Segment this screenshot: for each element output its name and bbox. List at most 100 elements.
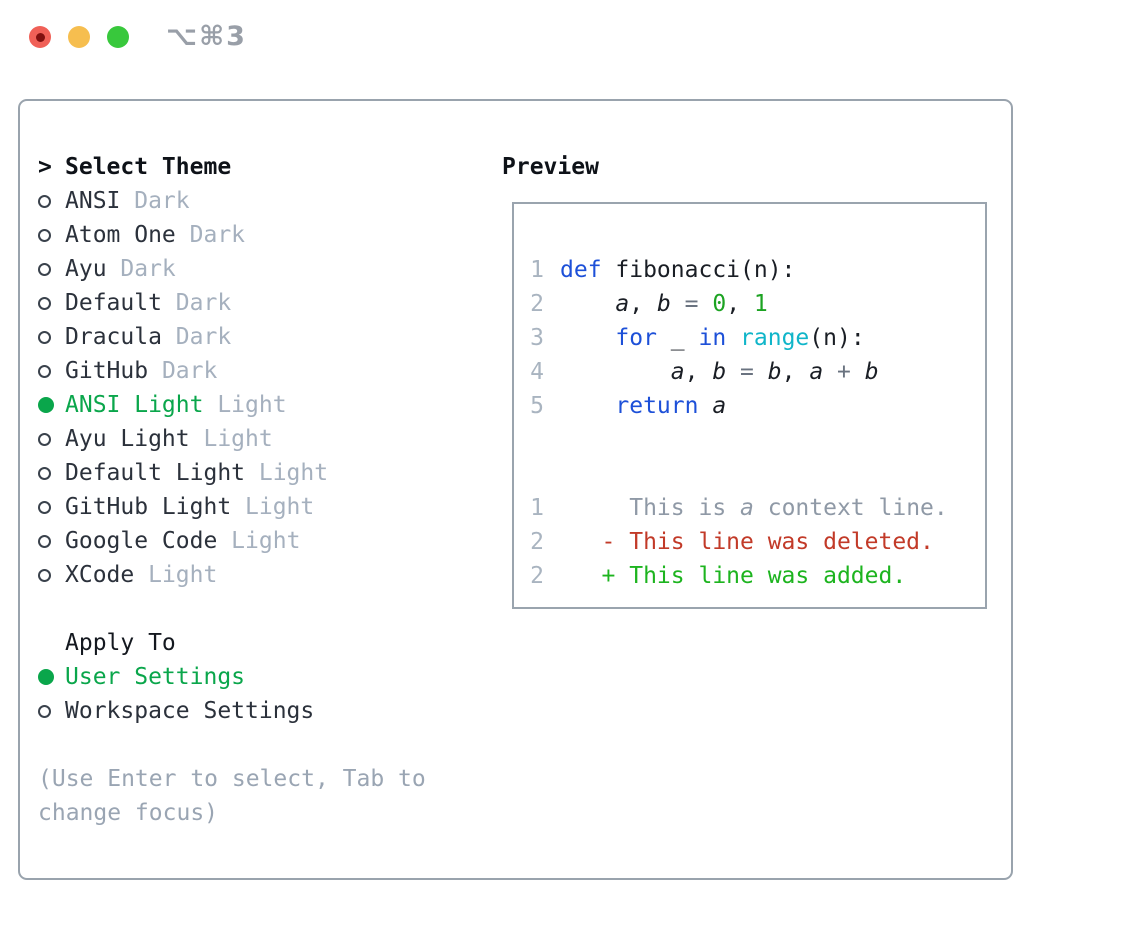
theme-option-default-light[interactable]: Default Light Light [38, 456, 478, 490]
line-number: 1 [530, 257, 544, 283]
marker-column [38, 397, 65, 413]
code-text: return a [615, 393, 727, 419]
variant-badge: Light [245, 460, 329, 486]
code-text: for _ in range(n): [615, 325, 865, 351]
hint-text: (Use Enter to select, Tab to [38, 766, 426, 792]
theme-option-atom-one[interactable]: Atom One Dark [38, 218, 478, 252]
option-label: Ayu Light [65, 426, 190, 452]
marker-column [38, 432, 65, 446]
theme-option-ansi[interactable]: ANSI Dark [38, 184, 478, 218]
option-label: Ayu [65, 256, 107, 282]
radio-unselected-icon [38, 330, 51, 344]
code-line: 4 a, b = b, a + b [530, 355, 979, 389]
code-line: 2 - This line was deleted. [530, 525, 979, 559]
variant-badge: Light [134, 562, 218, 588]
radio-unselected-icon [38, 568, 51, 582]
line-number: 1 [530, 495, 544, 521]
theme-option-github[interactable]: GitHub Dark [38, 354, 478, 388]
variant-badge: Dark [120, 188, 190, 214]
option-label: ANSI Light [65, 392, 204, 418]
line-number: 2 [530, 291, 544, 317]
line-number: 5 [530, 393, 544, 419]
theme-option-ayu-light[interactable]: Ayu Light Light [38, 422, 478, 456]
spacer [38, 592, 478, 626]
apply-to-title: Apply To [65, 630, 176, 656]
hint-text: change focus) [38, 800, 219, 826]
option-label: Default [65, 290, 162, 316]
marker-column [38, 500, 65, 514]
minimize-button[interactable] [68, 26, 90, 48]
close-dot-icon [35, 32, 45, 42]
radio-selected-icon [38, 397, 54, 413]
marker-column [38, 466, 65, 480]
line-number: 2 [530, 529, 544, 555]
option-label: XCode [65, 562, 135, 588]
theme-option-ansi-light[interactable]: ANSI Light Light [38, 388, 478, 422]
marker-column [38, 330, 65, 344]
marker-column [38, 194, 65, 208]
option-label: Default Light [65, 460, 246, 486]
code-text: a, b = 0, 1 [615, 291, 768, 317]
marker-column [38, 262, 65, 276]
code-text: + This line was added. [560, 563, 907, 589]
marker-column [38, 364, 65, 378]
close-button[interactable] [29, 26, 51, 48]
option-label: Dracula [65, 324, 162, 350]
theme-option-xcode[interactable]: XCode Light [38, 558, 478, 592]
code-line: 1 This is a context line. [530, 491, 979, 525]
variant-badge: Light [189, 426, 273, 452]
marker-column [38, 296, 65, 310]
option-label: GitHub [65, 358, 149, 384]
spacer [38, 728, 478, 762]
radio-unselected-icon [38, 432, 51, 446]
variant-badge: Dark [148, 358, 218, 384]
theme-option-google-code[interactable]: Google Code Light [38, 524, 478, 558]
radio-unselected-icon [38, 500, 51, 514]
apply-to-header: Apply To [38, 626, 478, 660]
variant-badge: Dark [161, 290, 232, 316]
select-theme-title: Select Theme [65, 154, 232, 180]
code-line: 5 return a [530, 389, 979, 423]
zoom-button[interactable] [107, 26, 129, 48]
marker-column [38, 704, 65, 718]
apply-option-user-settings[interactable]: User Settings [38, 660, 478, 694]
theme-option-ayu[interactable]: Ayu Dark [38, 252, 478, 286]
option-label: Atom One [65, 222, 176, 248]
marker-column [38, 669, 65, 685]
radio-unselected-icon [38, 534, 51, 548]
marker-column [38, 568, 65, 582]
marker-column [38, 534, 65, 548]
radio-selected-icon [38, 669, 54, 685]
theme-option-dracula[interactable]: Dracula Dark [38, 320, 478, 354]
window-controls [29, 26, 129, 48]
spacer [530, 423, 979, 491]
theme-option-github-light[interactable]: GitHub Light Light [38, 490, 478, 524]
apply-option-workspace-settings[interactable]: Workspace Settings [38, 694, 478, 728]
variant-badge: Light [231, 494, 315, 520]
radio-unselected-icon [38, 296, 51, 310]
code-text: This is a context line. [560, 495, 948, 521]
radio-unselected-icon [38, 704, 51, 718]
variant-badge: Light [203, 392, 287, 418]
variant-badge: Dark [161, 324, 232, 350]
select-theme-header: > Select Theme [38, 150, 478, 184]
code-text: a, b = b, a + b [670, 359, 879, 385]
line-number: 4 [530, 359, 544, 385]
code-line: 2 + This line was added. [530, 559, 979, 593]
theme-option-default[interactable]: Default Dark [38, 286, 478, 320]
window-shortcut-label: ⌥⌘3 [166, 21, 247, 52]
marker-column [38, 228, 65, 242]
cursor-prompt-icon: > [38, 154, 52, 180]
option-label: ANSI [65, 188, 121, 214]
preview-title: Preview [502, 154, 599, 180]
line-number: 3 [530, 325, 544, 351]
radio-unselected-icon [38, 228, 51, 242]
